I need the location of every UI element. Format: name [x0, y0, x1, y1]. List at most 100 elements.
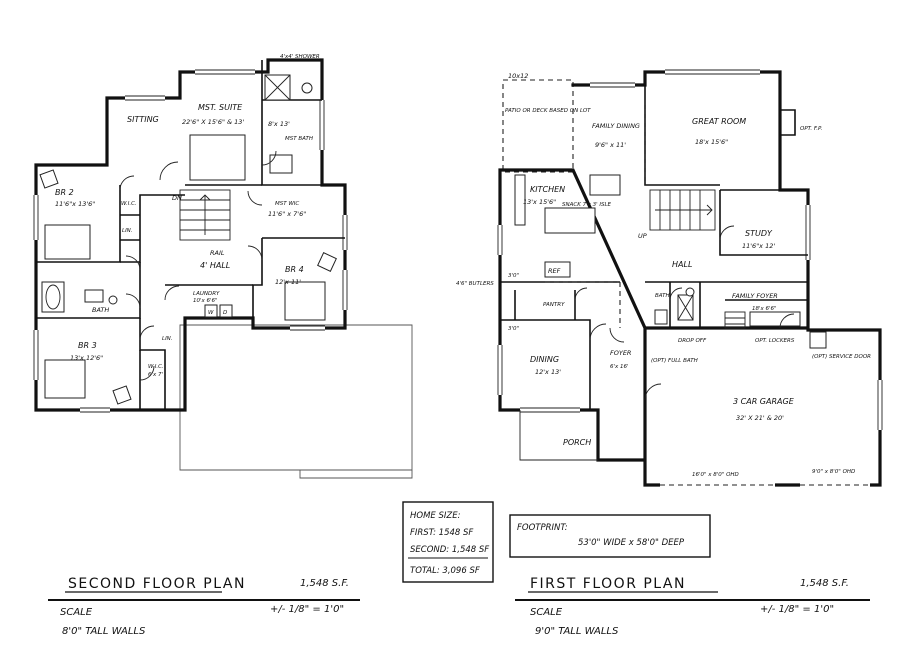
room-label-sitting: SITTING [127, 115, 159, 124]
room-label-mst-suite: MST. SUITE [198, 103, 243, 112]
second-floor-area: 1,548 S.F. [300, 578, 349, 589]
lockers-label: OPT. LOCKERS [755, 338, 795, 344]
second-floor-stair [179, 189, 231, 241]
room-dim-dining: 12'x 13' [535, 368, 561, 376]
room-label-bath: BATH [92, 306, 109, 314]
room-dim-mst-suite: 22'6" X 15'6" & 13' [182, 118, 244, 126]
room-label-br4: BR 4 [285, 265, 304, 274]
footprint-value: 53'0" WIDE x 58'0" DEEP [578, 538, 685, 548]
room-label-laundry: LAUNDRY [193, 291, 220, 297]
room-label-br2: BR 2 [55, 188, 74, 197]
room-dim-foyer: 6'x 16' [610, 364, 629, 370]
second-floor-scale-value: +/- 1/8" = 1'0" [270, 604, 344, 615]
room-dim-garage: 32' X 21' & 20' [736, 414, 784, 422]
room-dim-br3: 13'x 12'6" [70, 354, 103, 362]
room-label-br3: BR 3 [78, 341, 97, 350]
first-floor-plan: 10x12 PATIO OR DECK BASED ON LOT FAMILY … [456, 69, 883, 487]
room-dim-kitchen: 13'x 15'6" [523, 198, 556, 206]
room-label-hall: 4' HALL [200, 261, 230, 270]
second-floor-title-block: SECOND FLOOR PLAN 1,548 S.F. SCALE +/- 1… [48, 576, 360, 637]
dim-label-a: 3'0" [508, 273, 519, 279]
room-label-dining: DINING [530, 355, 559, 364]
full-bath-label: (OPT) FULL BATH [651, 358, 698, 364]
room-label-linen-2: LIN. [162, 336, 173, 342]
room-dim-br2: 11'6"x 13'6" [55, 200, 95, 208]
footprint-box: FOOTPRINT: 53'0" WIDE x 58'0" DEEP [509, 514, 711, 558]
rail-label: RAIL [210, 249, 225, 257]
first-floor-doors [574, 225, 795, 401]
first-floor-scale-label: SCALE [530, 607, 563, 618]
footprint-label: FOOTPRINT: [517, 523, 568, 533]
stair-label-up: UP [638, 232, 647, 240]
room-dim-study: 11'6"x 12' [742, 242, 775, 250]
room-label-bath: BATH [655, 293, 670, 299]
second-floor-title: SECOND FLOOR PLAN [68, 576, 246, 592]
room-label-shower: 4'x4' SHOWER [280, 54, 320, 60]
second-floor-windows [33, 69, 348, 413]
fireplace-label: OPT. F.P. [800, 126, 823, 132]
room-dim-br4: 12'x 11' [275, 278, 301, 286]
second-floor-scale-label: SCALE [60, 607, 93, 618]
home-size-box: HOME SIZE: FIRST: 1548 SF SECOND: 1,548 … [402, 501, 494, 583]
washer-label: W [208, 310, 214, 316]
room-label-family-foyer: FAMILY FOYER [732, 292, 778, 300]
second-floor-plan: SITTING MST. SUITE 22'6" X 15'6" & 13' 4… [33, 54, 413, 479]
dim-label-b: 3'0" [508, 326, 519, 332]
first-floor-windows [497, 69, 883, 430]
first-floor-labels: 10x12 PATIO OR DECK BASED ON LOT FAMILY … [456, 72, 871, 478]
home-size-first: FIRST: 1548 SF [410, 528, 473, 538]
room-label-linen: LIN. [122, 228, 133, 234]
ref-label: REF [548, 267, 561, 275]
home-size-heading: HOME SIZE: [410, 511, 461, 521]
service-door-label: (OPT) SERVICE DOOR [812, 354, 871, 360]
first-floor-ghost-outline [150, 324, 413, 471]
second-floor-walls-note: 8'0" TALL WALLS [62, 626, 146, 637]
room-label-foyer: FOYER [610, 349, 631, 357]
dryer-label: D [223, 310, 227, 316]
porch-label: PORCH [563, 438, 591, 447]
room-dim-family-dining: 9'6" x 11' [595, 141, 626, 149]
first-floor-fixtures [514, 174, 827, 349]
room-dim-great-room: 18'x 15'6" [695, 138, 728, 146]
porch-outline [519, 410, 598, 461]
room-label-garage: 3 CAR GARAGE [733, 397, 795, 406]
stair-label-down: DN [172, 194, 182, 202]
room-label-kitchen: KITCHEN [530, 185, 565, 194]
room-dim-mst-wic: 11'6" x 7'6" [268, 210, 306, 218]
room-label-study: STUDY [745, 229, 773, 238]
room-dim-wic-br3: 6'x 7' [148, 372, 163, 378]
home-size-second: SECOND: 1,548 SF [410, 545, 489, 555]
room-dim-family-foyer: 18'x 6'6" [752, 306, 777, 312]
first-floor-area: 1,548 S.F. [800, 578, 849, 589]
room-label-great-room: GREAT ROOM [692, 117, 746, 126]
first-floor-walls-note: 9'0" TALL WALLS [535, 626, 619, 637]
first-floor-title-block: FIRST FLOOR PLAN 1,548 S.F. SCALE +/- 1/… [515, 576, 870, 637]
patio-deck-outline [502, 79, 574, 173]
room-label-hall: HALL [672, 260, 692, 269]
butlers-label: 4'6" BUTLERS [456, 281, 494, 287]
fireplace [780, 109, 796, 136]
room-label-pantry: PANTRY [543, 302, 565, 308]
second-floor-doors [119, 150, 277, 381]
second-floor-labels: SITTING MST. SUITE 22'6" X 15'6" & 13' 4… [55, 54, 320, 378]
first-floor-scale-value: +/- 1/8" = 1'0" [760, 604, 834, 615]
room-label-mst-bath: MST BATH [285, 136, 313, 142]
second-floor-fixtures [39, 74, 337, 405]
room-label-wic-br2: W.I.C. [121, 201, 137, 207]
room-dim-mst-bath: 8'x 13' [268, 120, 290, 128]
garage-door-b-label: 9'0" x 8'0" OHD [812, 469, 855, 475]
deck-label: PATIO OR DECK BASED ON LOT [505, 108, 591, 114]
first-floor-stair [649, 189, 746, 329]
room-label-mst-wic: MST WIC [275, 201, 299, 207]
first-floor-title: FIRST FLOOR PLAN [530, 576, 686, 592]
first-floor-interior-walls [500, 85, 808, 410]
room-dim-laundry: 10'x 6'6" [193, 298, 218, 304]
first-floor-exterior-walls [498, 70, 882, 487]
room-label-wic-br3: W.I.C. [148, 364, 164, 370]
snack-isle-label: SNACK 7'x 3' ISLE [562, 202, 612, 208]
deck-dim: 10x12 [508, 72, 528, 80]
home-size-total: TOTAL: 3,096 SF [410, 566, 480, 576]
room-label-family-dining: FAMILY DINING [592, 122, 640, 130]
drop-off-label: DROP OFF [678, 338, 707, 344]
